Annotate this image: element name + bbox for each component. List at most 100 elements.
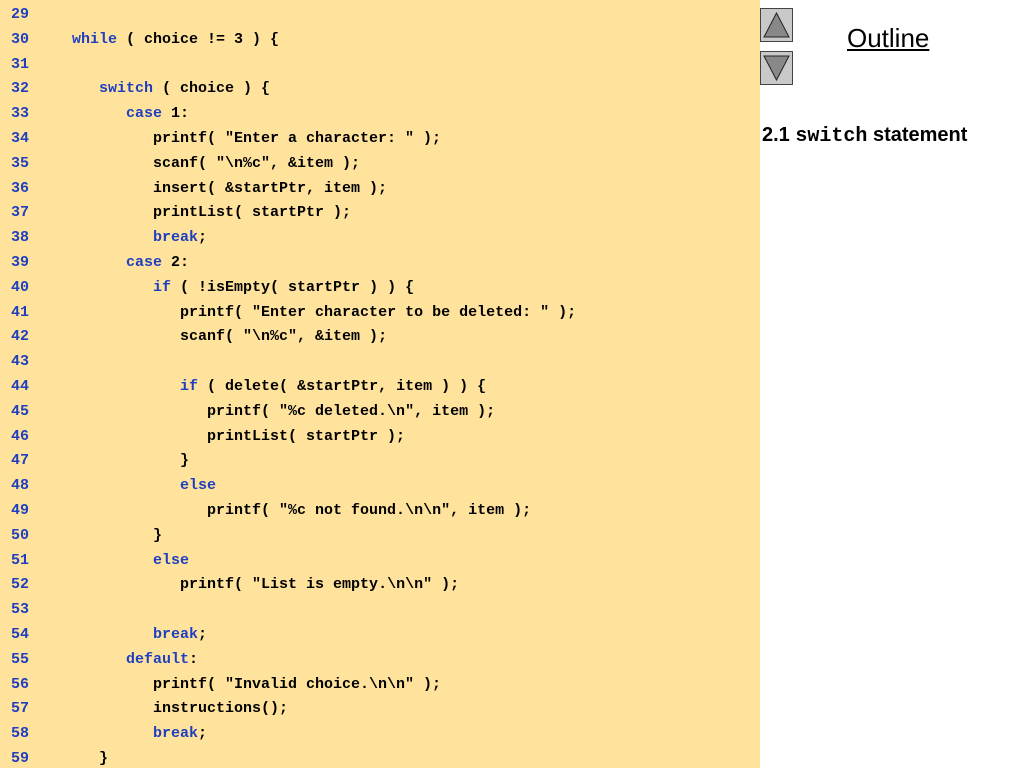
indent <box>72 155 153 172</box>
code-token: } <box>99 750 109 767</box>
indent <box>72 428 207 445</box>
line-number: 39 <box>11 254 30 271</box>
code-text: printf( "%c deleted.\n", item ); <box>72 403 495 420</box>
code-text: else <box>72 477 216 494</box>
code-line: 56 printf( "Invalid choice.\n\n" ); <box>0 673 441 697</box>
indent <box>72 130 153 147</box>
code-token: } <box>153 526 163 544</box>
code-line: 41 printf( "Enter character to be delete… <box>0 301 576 325</box>
code-line: 37 printList( startPtr ); <box>0 201 351 225</box>
line-number: 46 <box>11 427 30 445</box>
code-line: 49 printf( "%c not found.\n\n", item ); <box>0 499 531 523</box>
keyword-token: while <box>72 30 118 48</box>
code-listing: 29 30 while ( choice != 3 ) { 31 32 switch (… <box>0 0 760 768</box>
code-line: 59 } <box>0 747 108 768</box>
code-line: 36 insert( &startPtr, item ); <box>0 177 387 201</box>
code-token: scanf( "\n%c", &item ); <box>153 154 361 172</box>
triangle-up-icon <box>763 11 790 38</box>
code-token: ( choice ) { <box>153 80 271 98</box>
code-line: 34 printf( "Enter a character: " ); <box>0 127 441 151</box>
line-number: 52 <box>11 576 30 594</box>
code-text: else <box>72 552 189 569</box>
keyword-token: case <box>126 105 163 123</box>
code-text: scanf( "\n%c", &item ); <box>72 328 387 345</box>
code-token: printf( "Enter character to be deleted: … <box>180 303 577 321</box>
code-token: printf( "List is empty.\n\n" ); <box>180 576 460 594</box>
code-text: printf( "Enter character to be deleted: … <box>72 304 576 321</box>
code-token: ; <box>198 229 208 247</box>
line-number: 38 <box>11 229 30 247</box>
code-token: printList( startPtr ); <box>153 204 352 222</box>
line-number: 34 <box>11 130 30 147</box>
indent <box>72 750 99 767</box>
code-line: 32 switch ( choice ) { <box>0 77 270 101</box>
line-number: 30 <box>11 30 30 48</box>
code-text: printList( startPtr ); <box>72 428 405 445</box>
indent <box>72 477 180 494</box>
indent <box>72 725 153 742</box>
code-text: printf( "Invalid choice.\n\n" ); <box>72 676 441 693</box>
code-line: 40 if ( !isEmpty( startPtr ) ) { <box>0 276 414 300</box>
line-number: 57 <box>11 700 30 718</box>
code-line: 29 <box>0 3 72 27</box>
code-text: break; <box>72 229 207 246</box>
indent <box>72 651 126 668</box>
line-number: 47 <box>11 452 30 470</box>
code-line: 43 <box>0 350 72 374</box>
code-text: printf( "Enter a character: " ); <box>72 130 441 147</box>
code-line: 48 else <box>0 474 216 498</box>
keyword-token: if <box>180 378 199 395</box>
code-token: instructions(); <box>153 700 289 718</box>
line-number: 55 <box>11 650 30 668</box>
code-line: 39 case 2: <box>0 251 189 275</box>
code-line: 47 } <box>0 449 189 473</box>
code-text: scanf( "\n%c", &item ); <box>72 155 360 172</box>
keyword-token: else <box>180 477 217 495</box>
code-text: break; <box>72 626 207 643</box>
code-token: ( choice != 3 ) { <box>117 30 280 48</box>
line-number: 59 <box>11 750 30 767</box>
code-token: ; <box>198 725 208 743</box>
indent <box>72 527 153 544</box>
code-token: printf( "Invalid choice.\n\n" ); <box>153 675 442 693</box>
line-number: 35 <box>11 154 30 172</box>
section-keyword: switch <box>795 125 868 148</box>
code-line: 55 default: <box>0 648 198 672</box>
code-token: 2: <box>162 254 190 271</box>
indent <box>72 105 126 122</box>
line-number: 58 <box>11 725 30 743</box>
indent <box>72 378 180 395</box>
indent <box>72 180 153 197</box>
outline-link[interactable]: Outline <box>847 23 930 53</box>
line-number: 41 <box>11 303 30 321</box>
section-heading: 2.1 switch statement <box>762 124 967 148</box>
code-text: insert( &startPtr, item ); <box>72 180 387 197</box>
line-number: 31 <box>11 55 30 73</box>
section-number: 2.1 <box>762 124 790 146</box>
indent <box>72 403 207 420</box>
code-line: 53 <box>0 598 72 622</box>
line-number: 43 <box>11 353 30 371</box>
line-number: 50 <box>11 526 30 544</box>
previous-slide-button[interactable] <box>760 8 793 42</box>
line-number: 37 <box>11 204 30 222</box>
indent <box>72 80 99 97</box>
code-token: ( !isEmpty( startPtr ) ) { <box>171 278 415 296</box>
next-slide-button[interactable] <box>760 51 793 85</box>
line-number: 36 <box>11 179 30 197</box>
line-number: 56 <box>11 675 30 693</box>
code-token: : <box>189 650 199 668</box>
code-line: 50 } <box>0 524 162 548</box>
code-text: switch ( choice ) { <box>72 80 270 97</box>
code-text: instructions(); <box>72 700 288 717</box>
keyword-token: break <box>153 229 199 247</box>
line-number: 54 <box>11 626 30 643</box>
code-token: printList( startPtr ); <box>207 427 406 445</box>
code-line: 46 printList( startPtr ); <box>0 425 405 449</box>
keyword-token: break <box>153 626 199 643</box>
code-token: printf( "Enter a character: " ); <box>153 130 442 147</box>
section-label: statement <box>872 124 968 146</box>
code-line: 38 break; <box>0 226 207 250</box>
indent <box>72 576 180 593</box>
keyword-token: break <box>153 725 199 743</box>
